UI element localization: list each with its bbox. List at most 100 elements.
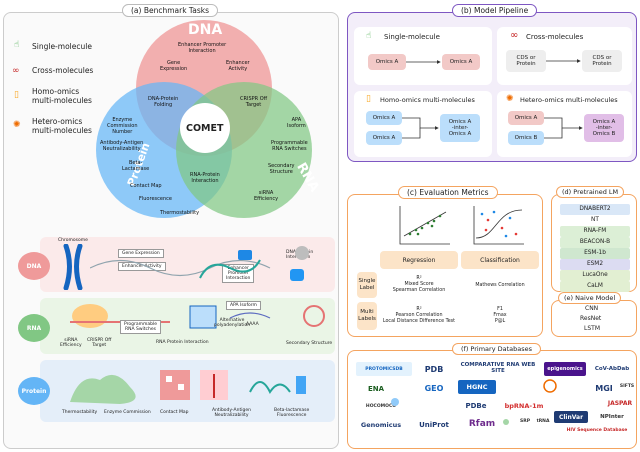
- task-thermostability: Thermostability: [160, 210, 200, 216]
- rna-row-label: RNA: [18, 314, 50, 342]
- rna-alt-label: Alternative polyadenylation: [214, 318, 251, 328]
- panel-a-title: (a) Benchmark Tasks: [122, 4, 219, 17]
- protein-row-label: Protein: [18, 377, 50, 405]
- pipeline-arrows: [402, 59, 583, 139]
- db-clinvar: ClinVar: [554, 411, 588, 423]
- naive-model-lstm: LSTM: [584, 325, 600, 332]
- task-fluorescence: Fluorescence: [139, 196, 172, 202]
- db-epigenomics: epigenomics: [544, 362, 586, 376]
- db-rfam: Rfam: [462, 416, 502, 432]
- protein-item-antibody: Antibody-Antigen Neutralizability: [212, 408, 251, 418]
- pretrained-lm-lucaone: LucaOne: [560, 270, 630, 281]
- task-crispr-off-target: CRISPR Off Target: [240, 96, 268, 108]
- pretrained-lm-calm: CaLM: [560, 281, 630, 292]
- db-jaspar: JASPAR: [604, 398, 636, 408]
- pipeline-hetero-input-2: Omics B: [508, 131, 544, 145]
- legend-cross: Cross-molecules: [32, 66, 94, 75]
- pipeline-single-icon: ☝: [366, 31, 372, 41]
- metrics-header-classification: Classification: [461, 251, 539, 269]
- metrics-multi-label: Multi Labels: [357, 302, 377, 330]
- pipeline-hetero-title: Hetero-omics multi-molecules: [520, 96, 618, 104]
- db-pdbe: PDBe: [458, 399, 494, 413]
- pipeline-cross-icon: ∞: [510, 30, 519, 41]
- pretrained-lm-esm-1b: ESM-1b: [560, 248, 630, 259]
- db-protomicsdb: PROTOMICSDB: [356, 362, 412, 376]
- task-sirna-efficiency: siRNA Efficiency: [254, 190, 279, 202]
- task-beta-lactamase: Beta- Lactamase: [122, 160, 150, 172]
- panel-c-title: (c) Evaluation Metrics: [398, 186, 498, 199]
- pipeline-homo-input-1: Omics A: [366, 111, 402, 125]
- db-npinter: NPInter: [592, 411, 632, 423]
- chromosome-label: Chromosome: [58, 238, 88, 243]
- db-hocomoco: HOCOMOCO: [356, 401, 406, 411]
- pipeline-homo-icon: ▯: [366, 94, 371, 104]
- task-rna-protein-interaction: RNA-Protein Interaction: [190, 172, 220, 184]
- center-label: COMET: [186, 123, 224, 134]
- rna-item-apa: APA Isoform: [226, 301, 261, 310]
- pipeline-hetero-input-1: Omics A: [508, 111, 544, 125]
- protein-item-thermostability: Thermostability: [62, 410, 98, 415]
- cross-molecules-icon: ∞: [12, 66, 20, 76]
- metrics-header-regression: Regression: [380, 251, 458, 269]
- dna-row-band: [40, 237, 335, 292]
- metrics-classification-single: Mathews Correlation: [461, 272, 539, 298]
- task-secondary-structure: Secondary Structure: [268, 163, 295, 175]
- pipeline-homo-title: Homo-omics multi-molecules: [380, 96, 475, 104]
- dna-item-enhancer-activity: Enhancer Activity: [118, 262, 166, 271]
- task-programmable-rna: Programmable RNA Switches: [271, 140, 308, 152]
- regression-plot: [399, 206, 450, 245]
- protein-item-enzyme: Enzyme Commission: [104, 410, 151, 415]
- task-gene-expression: Gene Expression: [160, 60, 188, 72]
- pipeline-cross-output: CDS or Protein: [582, 50, 622, 72]
- db-hgnc: HGNC: [458, 380, 496, 394]
- protein-item-contact-map: Contact Map: [160, 410, 189, 415]
- panel-b-title: (b) Model Pipeline: [452, 4, 538, 17]
- task-apa-isoform: APA Isoform: [287, 117, 306, 129]
- db-genomicus: Genomicus: [356, 418, 406, 432]
- hetero-omics-icon: ✺: [13, 120, 21, 130]
- single-molecule-icon: ☝: [14, 40, 20, 50]
- task-dna-protein-folding: DNA-Protein Folding: [148, 96, 179, 108]
- pretrained-lm-beacon-b: BEACON-B: [560, 237, 630, 248]
- pipeline-cross-title: Cross-molecules: [526, 33, 584, 41]
- db-comparative-rna: COMPARATIVE RNA WEB SITE: [456, 362, 540, 374]
- homo-omics-icon: ▯: [14, 90, 19, 100]
- pretrained-lm-dnabert2: DNABERT2: [560, 204, 630, 215]
- pipeline-single-output: Omics A: [442, 54, 480, 70]
- protein-item-beta-fluorescence: Beta-lactamase Fluorescence: [274, 408, 310, 418]
- pipeline-hetero-icon: ✺: [506, 94, 514, 104]
- center-circle: [180, 103, 230, 153]
- rna-aaaa: AAAA: [246, 322, 259, 327]
- pipeline-cross-input: CDS or Protein: [506, 50, 546, 72]
- db-hiv: HIV Sequence Database: [562, 426, 632, 434]
- panel-d-title: (d) Pretrained LM: [556, 186, 625, 198]
- task-enhancer-promoter: Enhancer Promoter Interaction: [178, 42, 227, 54]
- legend-hetero: Hetero-omics multi-molecules: [32, 117, 92, 135]
- protein-row-illustration: [70, 370, 306, 404]
- metrics-single-label: Single Label: [357, 272, 377, 298]
- db-sifts: SIFTS: [618, 381, 636, 391]
- task-enzyme-commission: Enzyme Commission Number: [107, 117, 138, 135]
- db-geo: GEO: [416, 380, 452, 396]
- dna-label: DNA: [188, 22, 223, 38]
- dna-row-label: DNA: [18, 252, 50, 280]
- metrics-regression-multi: R² Pearson Correlation Local Distance Di…: [380, 302, 458, 330]
- rna-item-rna-protein: RNA Protein Interaction: [156, 340, 209, 345]
- metrics-regression-single: R² Mixed Score Spearman Correlation: [380, 272, 458, 298]
- db-mgi: MGI: [590, 381, 618, 395]
- dna-item-enhancer-promoter: Enhancer Promoter Interaction: [222, 264, 255, 283]
- task-enhancer-activity: Enhancer Activity: [226, 60, 250, 72]
- dna-item-gene-expression: Gene Expression: [118, 249, 164, 258]
- rna-item-secondary: Secondary Structure: [286, 341, 333, 346]
- metrics-classification-multi: F1 Fmax P@L: [461, 302, 539, 330]
- db-ena: ENA: [356, 382, 396, 396]
- legend-single: Single-molecule: [32, 42, 92, 51]
- classification-plot: [473, 206, 524, 245]
- pretrained-lm-rna-fm: RNA-FM: [560, 226, 630, 237]
- panel-e-title: (e) Naive Model: [558, 292, 622, 304]
- pipeline-single-input: Omics A: [368, 54, 406, 70]
- pipeline-hetero-output: Omics A -inter- Omics B: [584, 114, 624, 142]
- rna-item-sirna: siRNA Efficiency: [60, 338, 82, 348]
- task-antibody-antigen: Antibody-Antigen Neutralizability: [100, 140, 144, 152]
